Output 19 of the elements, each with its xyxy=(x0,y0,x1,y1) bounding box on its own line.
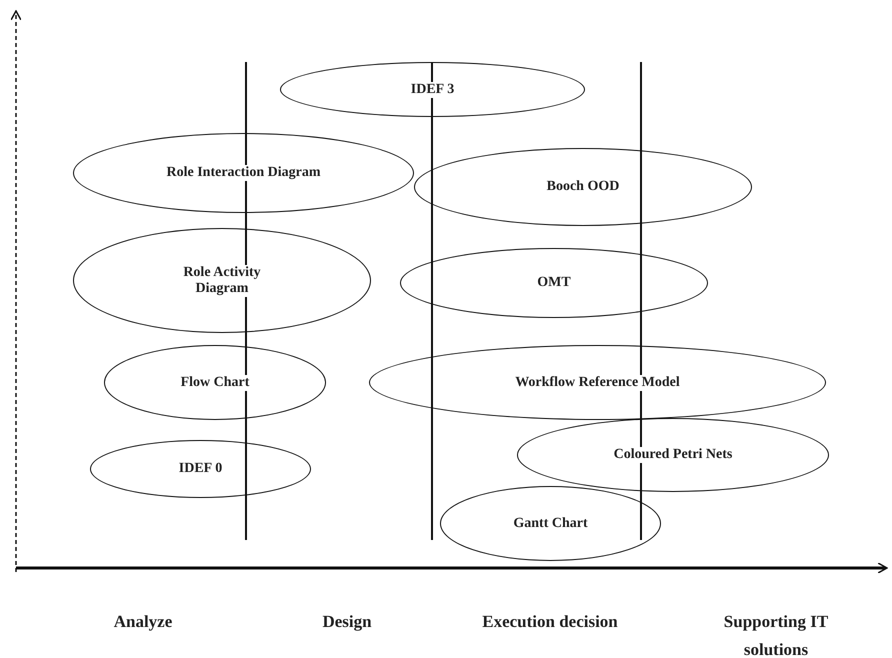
method-ellipse xyxy=(369,345,826,420)
method-name: Flow Chart xyxy=(178,374,252,390)
method-ellipse xyxy=(73,228,371,333)
method-ellipse xyxy=(104,345,326,420)
method-name: Role Interaction Diagram xyxy=(164,165,322,181)
phase-label: Execution decision xyxy=(482,611,618,633)
method-ellipse xyxy=(414,148,752,226)
method-ellipse xyxy=(517,418,829,492)
method-name: Coloured Petri Nets xyxy=(612,447,734,463)
phase-label: Supporting IT solutions xyxy=(722,611,830,658)
method-name: IDEF 3 xyxy=(408,82,456,98)
method-ellipse xyxy=(73,133,414,213)
method-name: Workflow Reference Model xyxy=(513,374,682,390)
method-ellipse xyxy=(400,248,708,318)
method-ellipse xyxy=(280,62,585,117)
phase-label: Analyze xyxy=(114,611,172,633)
method-ellipse xyxy=(440,486,661,561)
phase-label: Design xyxy=(322,611,372,633)
method-ellipse xyxy=(90,440,311,498)
